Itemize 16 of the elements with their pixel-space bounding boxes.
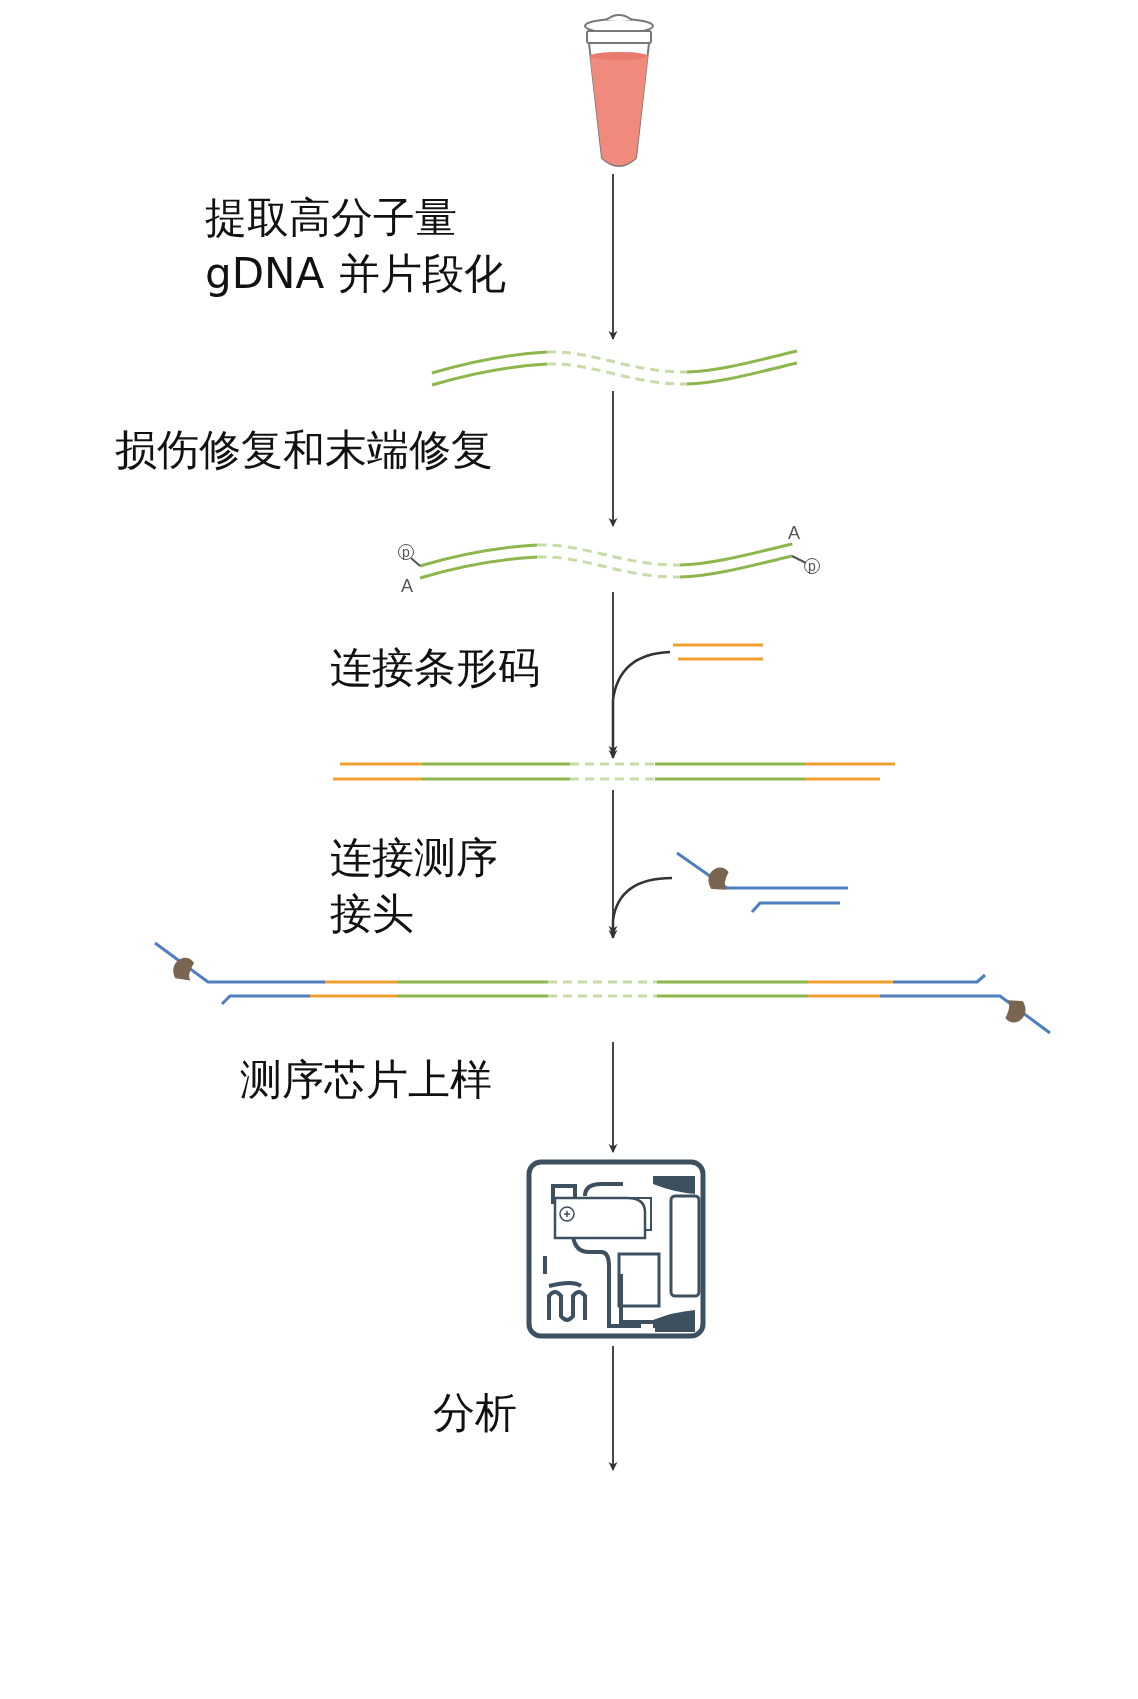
arrow (608, 390, 618, 527)
arrow (608, 1041, 618, 1153)
nucleotide-label: A (401, 577, 413, 595)
arrow (608, 173, 618, 340)
nucleotide-label: A (788, 524, 800, 542)
step-label: 连接条形码 (330, 642, 541, 694)
step-label: 提取高分子量gDNA 并片段化 (205, 192, 507, 300)
step-label: 损伤修复和末端修复 (115, 424, 494, 476)
arrow (608, 650, 671, 759)
arrow (608, 876, 673, 939)
step-label: 分析 (433, 1387, 518, 1439)
arrow (608, 1345, 618, 1471)
step-label: 连接测序接头 (330, 832, 499, 940)
arrow (608, 591, 618, 755)
step-label: 测序芯片上样 (240, 1054, 493, 1106)
arrow (608, 789, 618, 935)
